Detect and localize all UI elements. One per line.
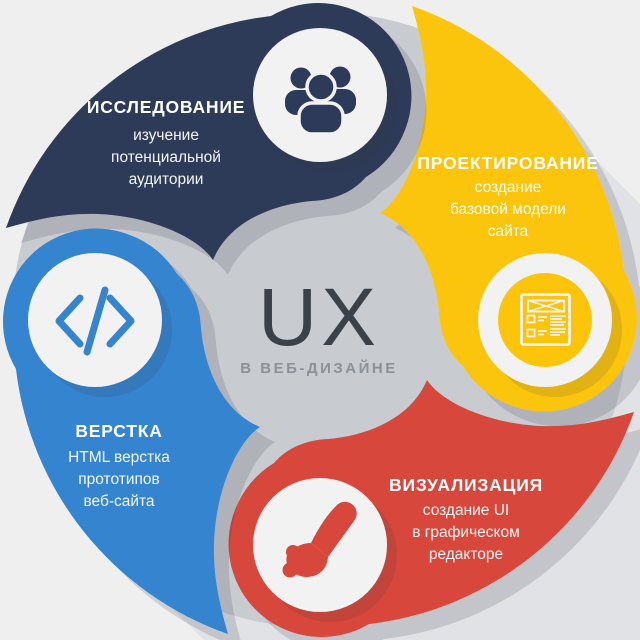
- people-group-icon: [285, 66, 356, 136]
- segment-design-line: базовой модели: [450, 201, 566, 218]
- segment-markup-title: ВЕРСТКА: [75, 421, 162, 441]
- segment-visualization-line: в графическом: [412, 524, 520, 541]
- segment-markup-text: ВЕРСТКА HTML верстка прототипов веб-сайт…: [68, 421, 170, 510]
- segment-research-text: ИССЛЕДОВАНИЕ изучение потенциальной ауди…: [87, 97, 245, 188]
- segment-design-line: создание: [475, 179, 542, 196]
- segment-markup-line: веб-сайта: [83, 493, 154, 510]
- segment-visualization-text: ВИЗУАЛИЗАЦИЯ создание UI в графическом р…: [389, 475, 543, 563]
- segment-design-title: ПРОЕКТИРОВАНИЕ: [417, 153, 598, 173]
- wireframe-icon-disc: [498, 273, 592, 367]
- segment-visualization-line: редакторе: [429, 546, 503, 563]
- center-subtitle: В ВЕБ-ДИЗАЙНЕ: [240, 359, 397, 377]
- segment-research-line: изучение: [133, 127, 199, 144]
- segment-visualization-title: ВИЗУАЛИЗАЦИЯ: [389, 475, 543, 495]
- segment-markup-line: прототипов: [78, 471, 160, 488]
- code-icon: [55, 286, 135, 356]
- paintbrush-icon: [282, 501, 357, 578]
- segment-research-line: аудитории: [129, 171, 204, 188]
- center-label: UX В ВЕБ-ДИЗАЙНЕ: [240, 272, 397, 377]
- segment-markup-line: HTML верстка: [68, 449, 170, 466]
- segment-design-text: ПРОЕКТИРОВАНИЕ создание базовой модели с…: [417, 153, 598, 240]
- wireframe-icon: [498, 273, 592, 367]
- center-acronym: UX: [258, 272, 380, 363]
- segment-visualization-line: создание UI: [423, 502, 509, 519]
- segment-design-line: сайта: [488, 223, 529, 240]
- segment-research-line: потенциальной: [111, 149, 221, 166]
- segment-research-title: ИССЛЕДОВАНИЕ: [87, 97, 245, 117]
